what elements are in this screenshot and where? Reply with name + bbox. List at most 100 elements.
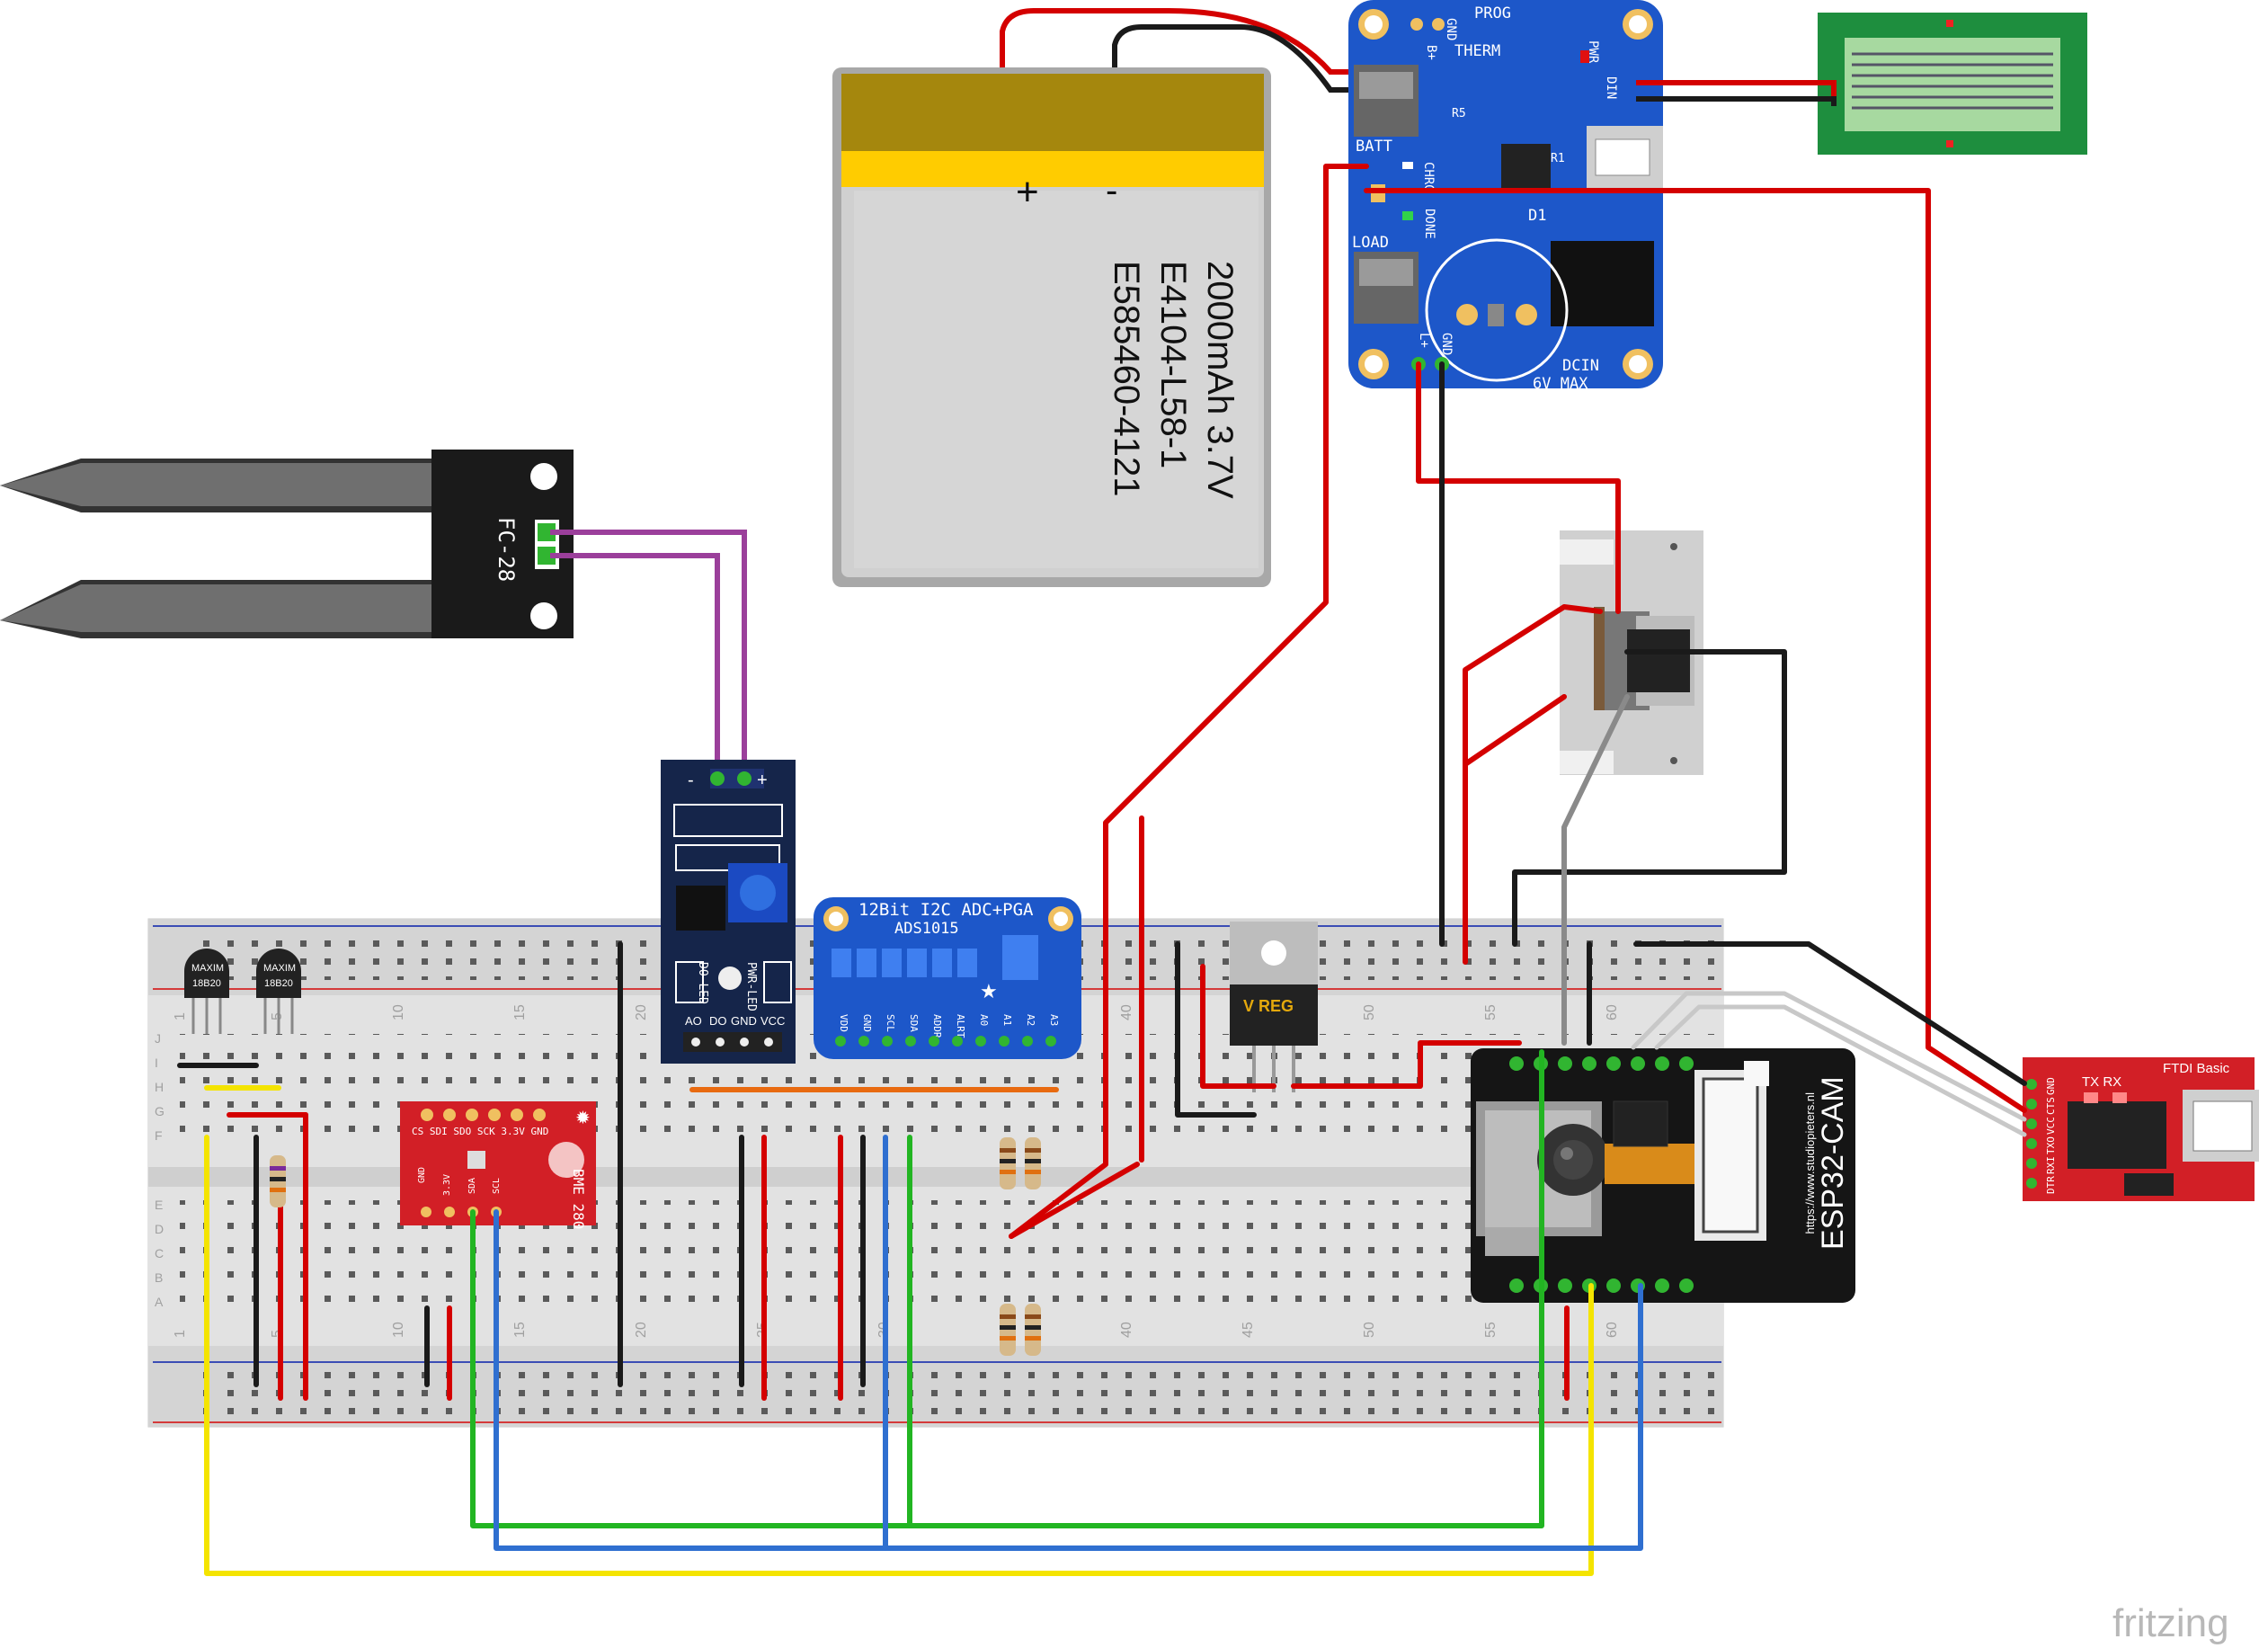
- breadboard-column-number: 50: [1362, 1004, 1377, 1020]
- ds18b20-2-brand: MAXIM: [263, 963, 296, 974]
- adc-pin-label: SDA: [908, 1014, 920, 1032]
- breadboard-row-letter: E: [155, 1198, 163, 1212]
- breadboard-column-number: 10: [391, 1322, 406, 1338]
- comparator-pin-ao: AO: [685, 1014, 702, 1028]
- breadboard-column-number: 10: [391, 1004, 406, 1020]
- esp32-pin-top: [1558, 1056, 1572, 1071]
- bme280-name: BME 280: [570, 1169, 587, 1229]
- charger-pwr-label: PWR: [1586, 40, 1600, 64]
- lipo-battery: E585460-4121 E4104-L58-1 2000mAh 3.7V + …: [832, 67, 1271, 587]
- breadboard-row-letter: A: [155, 1295, 164, 1309]
- esp32-pin-bottom: [1558, 1278, 1572, 1293]
- adc-pin-label: SCL: [885, 1014, 896, 1032]
- charger-l-label: L+: [1417, 333, 1431, 348]
- lipo-charger-board: PROG THERM BATT LOAD DCIN 6V MAX D1 R5 R…: [1348, 0, 1663, 393]
- soil-comparator-module: - + DO-LED PWR-LED AO DO GND VCC: [661, 760, 796, 1064]
- esp32-pin-top: [1655, 1056, 1669, 1071]
- breadboard-column-number: 5: [270, 1330, 285, 1338]
- charger-dcin-label: DCIN: [1562, 357, 1599, 375]
- resistor-r4: [1000, 1304, 1016, 1356]
- ftdi-pin-pad: [2026, 1079, 2037, 1090]
- ftdi-pin-pad: [2026, 1158, 2037, 1169]
- esp32-pin-top: [1631, 1056, 1645, 1071]
- charger-done-label: DONE: [1422, 209, 1436, 239]
- ds18b20-sensors: MAXIM 18B20 MAXIM 18B20: [184, 949, 301, 1034]
- breadboard-column-number: 55: [1483, 1004, 1499, 1020]
- adc-pin-label: A0: [978, 1014, 990, 1026]
- adc-pin-label: ALRT: [955, 1014, 966, 1038]
- charger-diode-label: D1: [1528, 207, 1546, 225]
- breadboard-row-letter: J: [155, 1031, 161, 1046]
- soil-probe-model: FC-28: [494, 517, 519, 582]
- adc-star-icon: ★: [980, 980, 998, 1002]
- breadboard-row-letter: F: [155, 1128, 163, 1143]
- breadboard-column-number: 15: [512, 1004, 528, 1020]
- esp32-pin-bottom: [1679, 1278, 1694, 1293]
- wires: [177, 164, 2027, 1576]
- battery-minus-mark: -: [1106, 171, 1117, 210]
- ftdi-pin-label: GND: [2045, 1077, 2057, 1095]
- ftdi-pin-label: CTS: [2045, 1097, 2057, 1115]
- breadboard-column-number: 50: [1362, 1322, 1377, 1338]
- breadboard-column-number: 60: [1605, 1322, 1620, 1338]
- ftdi-pin-label: RXI: [2045, 1156, 2057, 1174]
- bme280-sensor-board: CS SDI SDO SCK 3.3V GND ✹ BME 280 GND 3.…: [400, 1101, 596, 1229]
- adc-pin-label: A3: [1048, 1014, 1060, 1026]
- ftdi-pin-pad: [2026, 1099, 2037, 1109]
- adc-pin-pad: [858, 1036, 869, 1047]
- battery-plus-mark: +: [1016, 170, 1039, 214]
- breadboard-column-number: 20: [634, 1004, 649, 1020]
- esp32-pin-top: [1606, 1056, 1621, 1071]
- adc-title1: 12Bit I2C ADC+PGA: [858, 900, 1034, 920]
- adc-pin-label: A1: [1001, 1014, 1013, 1026]
- adc-pin-pad: [882, 1036, 893, 1047]
- battery-label-line3: 2000mAh 3.7V: [1200, 261, 1240, 499]
- breadboard-row-letter: B: [155, 1270, 163, 1285]
- esp32-url: https://www.studiopieters.nl: [1803, 1092, 1817, 1234]
- ftdi-pin-pad: [2026, 1118, 2037, 1129]
- breadboard-column-number: 1: [173, 1012, 188, 1020]
- soil-moisture-probe: FC-28: [0, 450, 574, 638]
- esp32-pin-bottom: [1509, 1278, 1524, 1293]
- adc-pin-pad: [1022, 1036, 1033, 1047]
- comparator-pin-do: DO: [709, 1014, 727, 1028]
- breadboard-column-number: 45: [1241, 1322, 1256, 1338]
- breadboard-row-letter: D: [155, 1222, 164, 1236]
- charger-batt-label: BATT: [1356, 138, 1392, 156]
- charger-bplus-label: B+: [1424, 45, 1438, 60]
- voltage-regulator: V REG: [1230, 922, 1318, 1092]
- adc-pin-pad: [835, 1036, 846, 1047]
- comparator-led2: PWR-LED: [744, 962, 758, 1011]
- comparator-pin-vcc: VCC: [760, 1014, 785, 1028]
- breadboard-column-number: 60: [1605, 1004, 1620, 1020]
- esp32-pin-top: [1582, 1056, 1596, 1071]
- adc-pin-label: A2: [1025, 1014, 1036, 1026]
- breadboard-row-letter: I: [155, 1056, 158, 1070]
- adc-pin-label: GND: [861, 1014, 873, 1032]
- adc-pin-pad: [905, 1036, 916, 1047]
- ds18b20-2-model: 18B20: [264, 978, 293, 989]
- battery-red-lead: [1000, 8, 1375, 75]
- esp32-pin-top: [1679, 1056, 1694, 1071]
- comparator-pin-gnd: GND: [731, 1014, 757, 1028]
- ftdi-txrx: TX RX: [2082, 1074, 2121, 1090]
- resistor-r3: [1025, 1137, 1041, 1189]
- ftdi-pin-label: DTR: [2045, 1176, 2057, 1194]
- resistor-r2: [1000, 1137, 1016, 1189]
- esp32-name: ESP32-CAM: [1816, 1076, 1850, 1250]
- resistor-r5: [1025, 1304, 1041, 1356]
- vreg-label: V REG: [1243, 997, 1294, 1015]
- adc-pin-pad: [1045, 1036, 1056, 1047]
- battery-black-lead: [1112, 24, 1375, 93]
- bme280-pin-gnd: GND: [417, 1167, 427, 1183]
- breadboard-column-number: 40: [1119, 1004, 1134, 1020]
- adc-title2: ADS1015: [894, 920, 959, 938]
- charger-max-label: 6V MAX: [1533, 375, 1588, 393]
- charger-gnd-label: GND: [1444, 18, 1458, 40]
- esp32-pin-bottom: [1655, 1278, 1669, 1293]
- ftdi-pin-pad: [2026, 1178, 2037, 1189]
- bme280-pin-sda: SDA: [467, 1178, 477, 1194]
- comparator-led1: DO-LED: [696, 962, 709, 1004]
- comparator-plus: +: [757, 771, 768, 790]
